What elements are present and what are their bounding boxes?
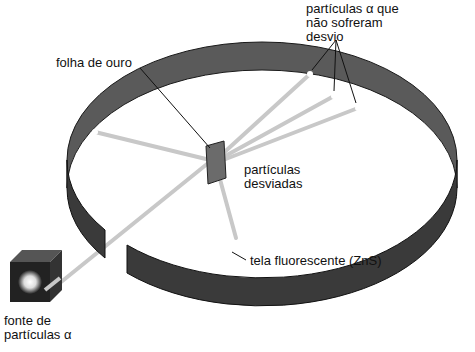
source-box [10, 262, 50, 302]
leader-line [140, 40, 356, 260]
callout-label: fonte de partículas α [4, 314, 94, 342]
impact-dots [92, 71, 361, 135]
alpha-rays [45, 278, 60, 290]
callout-label: partículas α que não sofreram desvio [306, 2, 418, 44]
source-box [50, 250, 62, 302]
callout-label: tela fluorescente (ZnS) [250, 254, 450, 268]
screen-front [127, 160, 457, 306]
callout-label: partículas desviadas [244, 163, 324, 191]
screen-front [67, 160, 105, 258]
callout-label: folha de ouro [56, 56, 156, 70]
source-glow [18, 270, 42, 294]
